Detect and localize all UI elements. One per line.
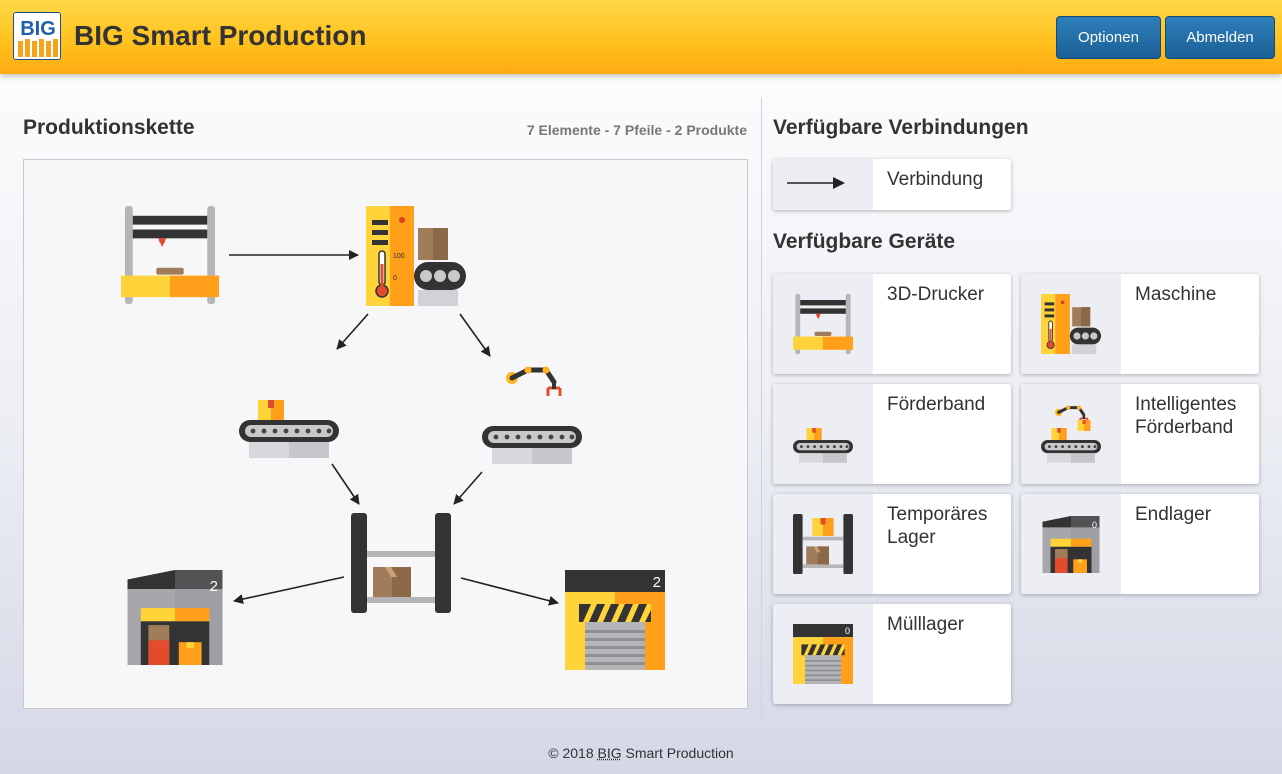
big-logo: BIG [13,12,61,60]
connection-card-verbindung[interactable]: Verbindung [773,159,1011,210]
logo-text: BIG [20,18,56,40]
muelllager-count: 0 [845,626,850,636]
arrow-temp-to-waste-storage [460,577,559,606]
device-label: Temporäres Lager [887,504,988,548]
production-chain-canvas[interactable]: 100 0 2 2 [23,159,748,709]
machine-scale-low: 0 [393,275,397,282]
arrow-belt-to-temp-storage [331,463,360,505]
device-card-temporary-storage[interactable]: Temporäres Lager [773,494,1011,594]
device-label: Endlager [1135,504,1212,525]
arrow-right-icon [773,159,873,210]
conveyor-belt-icon [773,384,873,484]
arrow-temp-to-final-storage [233,576,345,604]
app-header: BIG BIG Smart Production Optionen Abmeld… [0,0,1282,74]
waste-storage-count: 2 [653,574,661,591]
chain-smart-conveyor-icon[interactable] [482,367,582,465]
endlager-count: 0 [1092,520,1097,530]
final-storage-icon: 0 [1021,494,1121,594]
footer: © 2018 BIG Smart Production [0,745,1282,761]
waste-storage-icon: 0 [773,604,873,704]
arrow-machine-to-belt [336,313,369,350]
device-card-conveyor-belt[interactable]: Förderband [773,384,1011,484]
chain-3d-printer-icon[interactable] [121,206,219,304]
machine-scale-high: 100 [393,253,405,260]
device-card-3d-printer[interactable]: 3D-Drucker [773,274,1011,374]
available-devices-title: Verfügbare Geräte [773,230,956,253]
device-label: Mülllager [887,614,965,635]
available-connections-title: Verfügbare Verbindungen [773,116,1029,139]
production-chain-title: Produktionskette [23,116,195,139]
chain-machine-icon[interactable]: 100 0 [366,206,466,306]
production-chain-stats: 7 Elemente - 7 Pfeile - 2 Produkte [526,122,747,138]
panel-divider [761,97,762,721]
footer-suffix: Smart Production [621,745,734,761]
arrow-machine-to-smart-belt [459,313,491,357]
temporary-storage-icon [773,494,873,594]
device-card-machine[interactable]: Maschine [1021,274,1259,374]
machine-icon [1021,274,1121,374]
footer-brand: BIG [597,745,622,761]
logout-button[interactable]: Abmelden [1165,16,1275,59]
chain-final-storage-icon[interactable]: 2 [127,570,223,665]
final-storage-count: 2 [210,578,218,595]
app-title: BIG Smart Production [74,20,367,51]
3d-printer-icon [773,274,873,374]
connection-label: Verbindung [887,169,984,190]
device-label: Intelligentes Förderband [1135,394,1237,438]
chain-waste-storage-icon[interactable]: 2 [565,570,665,670]
arrow-smart-belt-to-temp-storage [453,471,483,505]
chain-temporary-storage-icon[interactable] [351,513,451,613]
device-card-waste-storage[interactable]: 0 Mülllager [773,604,1011,704]
device-card-smart-conveyor[interactable]: Intelligentes Förderband [1021,384,1259,484]
device-label: Maschine [1135,284,1217,305]
device-label: Förderband [887,394,986,415]
device-label: 3D-Drucker [887,284,985,305]
chain-conveyor-belt-icon[interactable] [239,400,339,458]
device-card-final-storage[interactable]: 0 Endlager [1021,494,1259,594]
footer-prefix: © 2018 [548,745,598,761]
smart-conveyor-icon [1021,384,1121,484]
options-button[interactable]: Optionen [1056,16,1161,59]
